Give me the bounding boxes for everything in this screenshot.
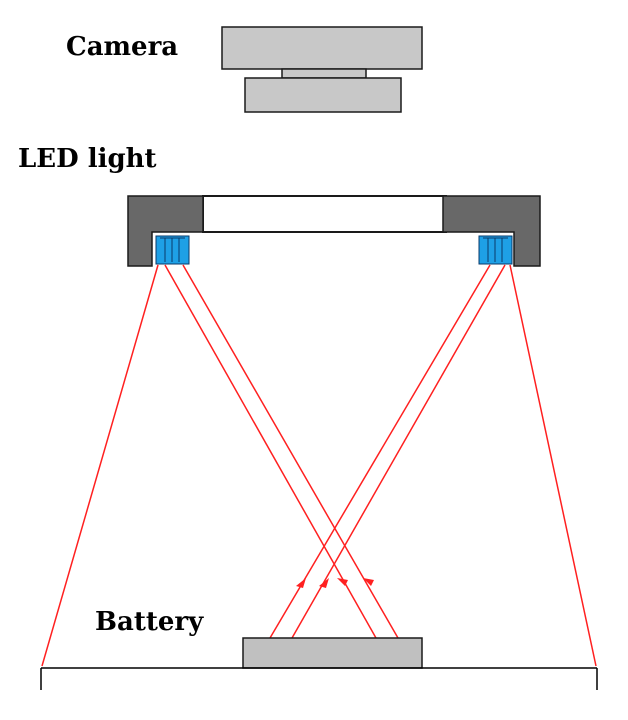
reflection-arrows	[296, 578, 374, 588]
led-light-housing	[127, 195, 541, 267]
arrowhead	[363, 578, 374, 586]
camera-icon	[221, 26, 423, 113]
ground-line	[40, 667, 598, 690]
camera-label: Camera	[66, 32, 178, 62]
camera-body	[221, 26, 423, 70]
arrowhead	[337, 578, 348, 586]
housing-left-block	[127, 195, 204, 267]
camera-lens	[244, 77, 402, 113]
battery-label: Battery	[95, 607, 204, 637]
ray-right-outer	[509, 264, 597, 667]
ray-left-1	[164, 264, 377, 639]
battery-icon	[242, 637, 423, 669]
arrowhead	[296, 578, 306, 588]
housing-right-block	[442, 195, 541, 267]
arrowhead	[319, 578, 329, 588]
ray-left-2	[182, 264, 399, 639]
light-rays	[41, 264, 597, 667]
ray-right-2	[291, 264, 506, 639]
diffuser-window	[202, 195, 447, 233]
camera-mount	[281, 68, 367, 79]
ray-right-1	[269, 264, 491, 639]
led-light-label: LED light	[18, 144, 157, 174]
ray-left-outer	[41, 264, 159, 667]
led-icon	[155, 235, 513, 265]
